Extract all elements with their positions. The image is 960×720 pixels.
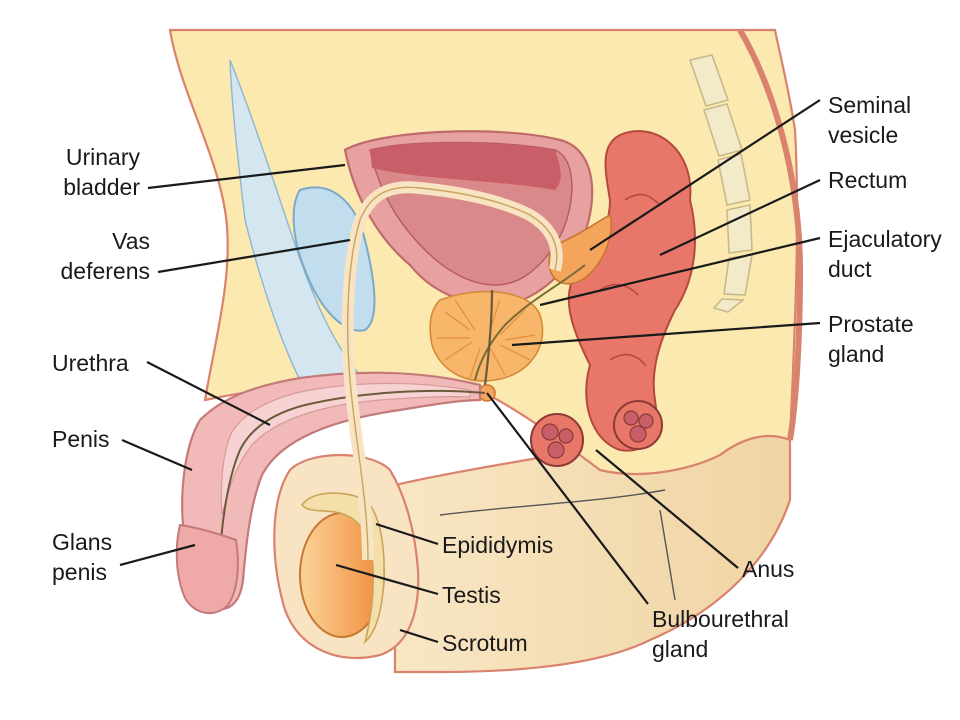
label-prostate-gland-line2: gland (828, 341, 885, 367)
label-ejaculatory-duct: Ejaculatory duct (828, 224, 942, 284)
label-penis: Penis (52, 426, 110, 452)
label-urinary-bladder: Urinary bladder (30, 142, 140, 202)
label-ejaculatory-duct-line1: Ejaculatory (828, 226, 942, 252)
anal-sphincter-left (530, 413, 584, 467)
label-bulbourethral-gland: Bulbourethral gland (652, 604, 789, 664)
label-epididymis: Epididymis (442, 532, 554, 558)
label-urethra: Urethra (52, 350, 129, 376)
prostate-gland (429, 290, 544, 382)
label-rectum: Rectum (828, 167, 908, 193)
label-scrotum: Scrotum (442, 630, 528, 656)
label-prostate-gland-line1: Prostate (828, 311, 914, 337)
label-urinary-bladder-line1: Urinary (65, 144, 140, 170)
label-bulbourethral-gland-line2: gland (652, 636, 709, 662)
leader-lines (119, 99, 821, 644)
label-urinary-bladder-line2: bladder (63, 174, 140, 200)
corpus-cavernosum (220, 382, 471, 516)
ejaculatory-duct (474, 264, 586, 381)
bladder-detrusor (370, 142, 561, 190)
seminal-vesicle (548, 213, 612, 285)
label-vas-deferens-line2: deferens (60, 258, 150, 284)
leader-anus (595, 449, 739, 569)
label-ejaculatory-duct-line2: duct (828, 256, 872, 282)
thigh-fold (659, 509, 676, 601)
leader-seminal-vesicle (589, 99, 821, 251)
leader-bulbourethral-gland (486, 392, 649, 605)
leader-vas-deferens (157, 238, 351, 274)
leader-rectum (659, 179, 821, 256)
label-glans-penis: Glans penis (52, 527, 112, 587)
leader-testis (335, 563, 439, 596)
label-vas-deferens-line1: Vas (112, 228, 150, 254)
glans-penis (175, 523, 239, 614)
label-seminal-vesicle-line2: vesicle (828, 122, 899, 148)
back-wall (737, 28, 804, 441)
leader-ejaculatory-duct (539, 236, 821, 307)
vas-deferens-outline (346, 186, 558, 561)
vertebrae (688, 54, 753, 313)
urethra-tube (219, 389, 486, 556)
label-seminal-vesicle: Seminal vesicle (828, 90, 911, 150)
thigh-crease (439, 489, 666, 516)
anal-sphincter-right (613, 400, 663, 450)
label-glans-penis-line2: penis (52, 559, 107, 585)
leader-glans-penis (119, 543, 196, 567)
leader-urethra (146, 361, 271, 426)
label-bulbourethral-gland-line1: Bulbourethral (652, 606, 789, 632)
label-anus: Anus (742, 556, 795, 582)
leader-prostate-gland (511, 321, 821, 347)
label-seminal-vesicle-line1: Seminal (828, 92, 912, 118)
leader-penis (121, 438, 193, 472)
label-prostate-gland: Prostate gland (828, 309, 914, 369)
leader-epididymis (375, 522, 439, 546)
label-vas-deferens: Vas deferens (30, 226, 150, 286)
label-glans-penis-line1: Glans (52, 529, 113, 555)
prostate-lobules (437, 299, 536, 379)
leader-scrotum (399, 628, 439, 644)
prostatic-urethra (483, 289, 494, 386)
leader-urinary-bladder (147, 163, 346, 190)
label-testis: Testis (442, 582, 501, 608)
